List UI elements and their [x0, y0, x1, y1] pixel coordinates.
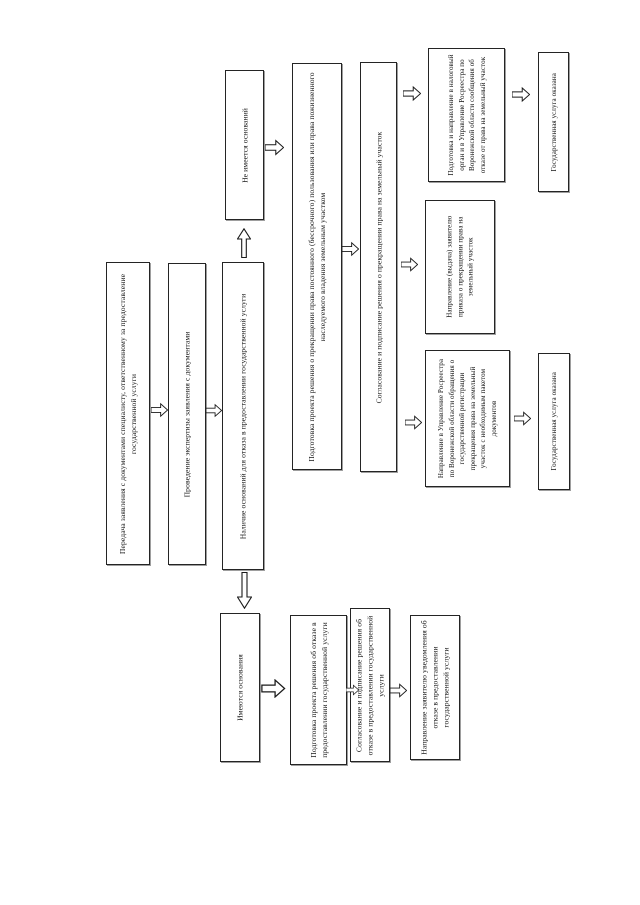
arrow-right-icon: [346, 681, 359, 699]
step-draft-refusal-decision: Подготовка проекта решения об отказе в п…: [290, 615, 347, 765]
step-rosreestr-registration-request-label: Направление в Управление Росреестра по В…: [437, 358, 498, 479]
step-transfer-application-label: Передача заявления с документами специал…: [118, 273, 138, 554]
step-transfer-application: Передача заявления с документами специал…: [106, 262, 150, 565]
step-draft-refusal-decision-label: Подготовка проекта решения об отказе в п…: [308, 622, 329, 758]
arrow-right-icon: [151, 401, 168, 419]
step-send-refusal-notice: Направление заявителю уведомления об отк…: [410, 615, 460, 760]
step-refusal-grounds-check-label: Наличие оснований для отказа в предостав…: [238, 293, 248, 539]
status-service-rendered-bottom-label: Государственная услуга оказана: [549, 372, 558, 471]
arrow-right-icon: [206, 402, 222, 419]
arrow-down-icon: [237, 572, 252, 609]
arrow-up-icon: [237, 228, 251, 258]
outcome-grounds-exist-label: Имеются основания: [235, 654, 245, 721]
arrow-right-icon: [514, 410, 531, 427]
arrow-right-icon: [265, 139, 284, 156]
step-sign-refusal-decision: Согласование и подписание решения об отк…: [350, 608, 390, 762]
arrow-right-icon: [261, 679, 286, 698]
arrow-right-icon: [401, 256, 418, 273]
step-sign-termination-decision: Согласование и подписание решения о прек…: [360, 62, 397, 472]
arrow-right-icon: [390, 682, 407, 699]
step-notify-tax-rosreestr-label: Подготовка и направление в налоговый орг…: [446, 54, 487, 176]
status-service-rendered-bottom: Государственная услуга оказана: [538, 353, 570, 490]
step-rosreestr-registration-request: Направление в Управление Росреестра по В…: [425, 350, 510, 487]
step-draft-termination-decision: Подготовка проекта решения о прекращении…: [292, 63, 342, 470]
step-send-refusal-notice-label: Направление заявителю уведомления об отк…: [419, 620, 451, 755]
step-refusal-grounds-check: Наличие оснований для отказа в предостав…: [222, 262, 264, 570]
arrow-right-icon: [512, 86, 530, 103]
arrow-right-icon: [403, 85, 421, 102]
step-issue-order-to-applicant-label: Направление (выдача) заявителю приказа о…: [445, 215, 475, 319]
status-service-rendered-top: Государственная услуга оказана: [538, 52, 569, 192]
outcome-no-grounds-label: Не имеется оснований: [240, 107, 249, 183]
arrow-right-icon: [405, 414, 422, 431]
step-sign-termination-decision-label: Согласование и подписание решения о прек…: [374, 131, 383, 403]
outcome-no-grounds: Не имеется оснований: [225, 70, 264, 220]
step-draft-termination-decision-label: Подготовка проекта решения о прекращении…: [307, 71, 327, 462]
step-document-expertise-label: Проведение экспертизы заявления с докуме…: [182, 331, 192, 497]
arrow-right-icon: [342, 240, 359, 258]
step-document-expertise: Проведение экспертизы заявления с докуме…: [168, 263, 206, 565]
step-issue-order-to-applicant: Направление (выдача) заявителю приказа о…: [425, 200, 495, 334]
status-service-rendered-top-label: Государственная услуга оказана: [549, 72, 558, 172]
step-notify-tax-rosreestr: Подготовка и направление в налоговый орг…: [428, 48, 505, 182]
outcome-grounds-exist: Имеются основания: [220, 613, 260, 762]
